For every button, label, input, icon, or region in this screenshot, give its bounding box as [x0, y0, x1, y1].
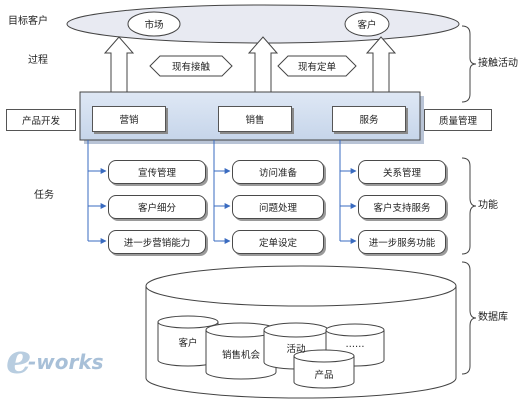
existing-order-label: 现有定单	[297, 62, 336, 73]
func-further-service: 进一步服务功能	[358, 230, 446, 254]
marketing-box: 营销	[92, 106, 166, 132]
market-label: 市场	[144, 20, 164, 31]
db-label-more: ……	[345, 338, 365, 350]
product-dev-box: 产品开发	[6, 109, 76, 131]
label-target-customers: 目标客户	[8, 16, 48, 27]
db-cylinder-product	[293, 349, 355, 389]
db-label-customer: 客户	[178, 338, 198, 349]
existing-contact-label: 现有接触	[171, 62, 210, 73]
db-label-activity: 活动	[286, 344, 306, 355]
function-connectors	[87, 140, 357, 244]
func-further-marketing: 进一步营销能力	[108, 230, 206, 254]
brace-function	[461, 157, 477, 255]
customer-label: 客户	[357, 20, 377, 31]
label-database: 数据库	[478, 312, 508, 323]
func-publicity-mgmt: 宣传管理	[108, 160, 206, 184]
existing-order-shape	[277, 55, 357, 77]
existing-contact-shape	[149, 55, 233, 77]
db-label-sales-opportunity: 销售机会	[221, 350, 260, 361]
label-process: 过程	[28, 55, 48, 66]
label-function: 功能	[478, 200, 498, 211]
db-cylinder-sales-opportunity	[205, 322, 277, 380]
eworks-logo-text: -works	[28, 350, 104, 374]
eworks-logo-e: e	[6, 336, 32, 383]
label-task: 任务	[34, 190, 54, 201]
up-arrow-marketing	[103, 36, 135, 93]
up-arrow-service	[365, 36, 397, 93]
func-problem-handling: 问题处理	[232, 195, 324, 219]
brace-contact-activity	[461, 25, 477, 103]
quality-mgmt-box: 质量管理	[424, 109, 492, 131]
db-label-product: 产品	[314, 370, 334, 381]
market-ellipse	[127, 11, 181, 37]
func-visit-preparation: 访问准备	[232, 160, 324, 184]
brace-database	[461, 261, 477, 375]
func-customer-segmentation: 客户细分	[108, 195, 206, 219]
customer-ellipse	[344, 11, 390, 37]
up-arrow-sales	[247, 36, 279, 93]
func-order-setting: 定单设定	[232, 230, 324, 254]
sales-box: 销售	[218, 106, 292, 132]
service-box: 服务	[332, 106, 406, 132]
db-cylinder-customer	[157, 315, 219, 367]
label-contact-activity: 接触活动	[478, 58, 518, 69]
func-customer-support: 客户支持服务	[358, 195, 446, 219]
func-relationship-mgmt: 关系管理	[358, 160, 446, 184]
